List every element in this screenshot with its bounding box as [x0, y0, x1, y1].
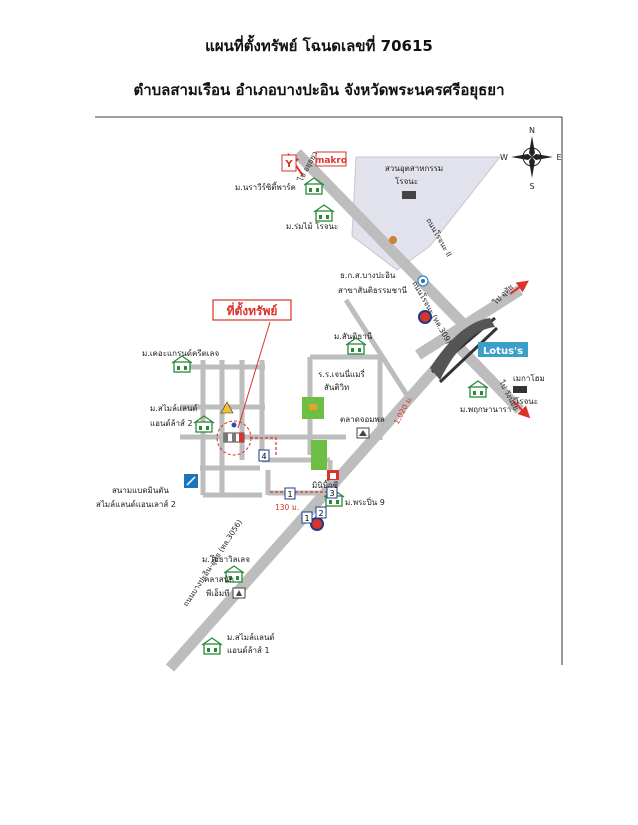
svg-text:1: 1: [287, 490, 292, 499]
label-megahome1: เมกาโฮม: [513, 373, 545, 383]
label-badminton1: สนามแบดมินตัน: [112, 486, 169, 495]
no-entry-icon: [310, 517, 324, 531]
arrow-to-uthai: [509, 280, 529, 295]
lotus-label: Lotus's: [483, 346, 523, 357]
map-title: แผนที่ตั้งทรัพย์ โฉนดเลขที่ 70615: [205, 37, 433, 55]
compass-rose: N S W E: [500, 126, 561, 191]
marker-4: 4: [258, 449, 270, 462]
label-smile1-a: ม.สไมล์แลนด์: [227, 632, 275, 642]
label-megahome2: โรจนะ: [515, 396, 538, 406]
no-entry-icon: [418, 310, 432, 324]
label-pruksa: ม.พฤกษานารา: [460, 405, 511, 414]
industrial-estate-area: [351, 156, 502, 271]
local-streets: [180, 298, 413, 498]
label-krankrit: ม.เคอะแกรนด์ครีตเลจ: [142, 348, 219, 358]
clinic-icon: [232, 587, 246, 599]
property-label-box: [212, 299, 292, 321]
label-romrai: ม.ร่มไม้ โรจนะ: [286, 221, 338, 231]
label-industrial2: โรจนะ: [395, 176, 418, 186]
map-subtitle: ตำบลสามเรือน อำเภอบางปะอิน จังหวัดพระนคร…: [133, 81, 505, 99]
label-market: ตลาดจอมพล: [340, 415, 385, 424]
marker-3: 3: [326, 486, 338, 499]
svg-text:Y: Y: [284, 159, 293, 170]
label-smile2-a: ม.สไมล์แลนด์: [150, 403, 198, 413]
arrow-to-wangnoi: [512, 400, 531, 419]
bank-icon: [417, 275, 429, 287]
label-minibigc: มินิบิ๊กซี: [312, 479, 339, 490]
compass-w: W: [500, 153, 508, 162]
label-prapin9: ม.พระปิ่น 9: [345, 496, 385, 507]
factory-icon: [402, 191, 416, 199]
main-roads: [165, 149, 524, 672]
svg-text:1: 1: [304, 514, 309, 523]
village-icon: [201, 637, 223, 655]
lotus-logo: Lotus's: [478, 342, 528, 357]
megahome-icon: [513, 386, 527, 393]
makro-label: makro: [315, 156, 347, 166]
badminton-icon: [184, 474, 198, 488]
property-label: ที่ตั้งทรัพย์: [227, 301, 278, 318]
label-doctor1: คลาสนัก: [204, 575, 234, 584]
makro-logo: Y makro: [281, 151, 347, 172]
property-marker: [216, 420, 252, 456]
label-smile2-b: แอนด์ล้าส์ 2: [150, 418, 193, 428]
label-santitham: ม.สันติธานี: [334, 332, 373, 341]
label-industrial1: สวนอุตสาหกรรม: [385, 164, 443, 173]
label-smile1-b: แอนด์ล้าส์ 1: [227, 645, 270, 655]
marker-1b: 1: [301, 511, 313, 524]
shop-icon: [327, 470, 339, 480]
label-naraveer: ม.นราวีร์ซิตี้พาร์ค: [235, 181, 296, 192]
village-icon: [313, 204, 335, 222]
market-icon: [356, 427, 370, 439]
route-dashed: [250, 437, 277, 455]
label-bank1: ธ.ก.ส.บางปะอิน: [340, 271, 396, 280]
marker-2: 2: [315, 506, 327, 519]
label-school1: ร.ร.เจนนี่แมรี่: [318, 368, 365, 379]
village-icon: [467, 380, 489, 398]
flag-icon: [389, 236, 397, 244]
label-badminton2: สไมล์แลนด์แอนเลาส์ 2: [96, 499, 176, 509]
compass-s: S: [529, 182, 534, 191]
svg-text:3: 3: [329, 489, 334, 498]
green-market-area: [311, 440, 327, 470]
marker-1: 1: [284, 487, 296, 500]
triangle-icon: [220, 401, 234, 414]
label-bank2: สาขาสันติธรรมชานี: [338, 286, 408, 295]
svg-text:2: 2: [318, 509, 323, 518]
compass-n: N: [529, 126, 535, 135]
svg-text:4: 4: [261, 452, 266, 461]
label-yodsawat: ม.โยธาวิลเลจ: [202, 554, 250, 564]
distance-130: 130 ม.: [275, 503, 299, 512]
village-icon: [171, 355, 193, 373]
compass-e: E: [556, 153, 561, 162]
label-school2: สันติวิท: [324, 383, 349, 392]
label-doctor2: พีเอ็มที: [206, 588, 229, 598]
